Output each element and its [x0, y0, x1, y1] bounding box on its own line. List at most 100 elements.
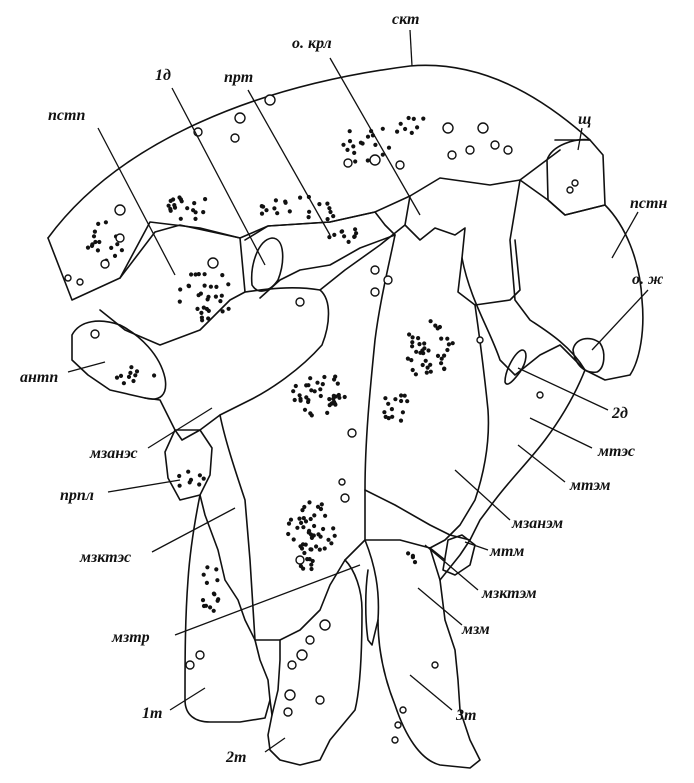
leader-skt	[410, 30, 412, 66]
seta-dot	[133, 373, 137, 377]
seta-dot	[221, 309, 225, 313]
leader-mzm	[418, 588, 462, 625]
seta-dot	[185, 206, 189, 210]
seta-dot	[194, 210, 198, 214]
seta-dot	[410, 340, 414, 344]
seta-dot	[206, 316, 210, 320]
seta-dot	[193, 217, 197, 221]
seta-dot	[203, 284, 207, 288]
label-o-krl: о. крл	[292, 35, 332, 52]
seta-dot	[312, 524, 316, 528]
seta-socket-ring	[443, 123, 453, 133]
label-pstp: пстп	[48, 107, 85, 124]
seta-dot	[304, 383, 308, 387]
label-shch: щ	[578, 111, 591, 128]
seta-dot	[333, 534, 337, 538]
seta-dot	[445, 337, 449, 341]
label-1t: 1т	[142, 705, 162, 722]
seta-dot	[178, 300, 182, 304]
seta-dot	[359, 141, 363, 145]
seta-dot	[341, 143, 345, 147]
seta-dot	[109, 246, 113, 250]
seta-dot	[348, 139, 352, 143]
seta-dot	[90, 242, 94, 246]
seta-dot	[421, 363, 425, 367]
seta-dot	[169, 199, 173, 203]
seta-dot	[428, 363, 432, 367]
seta-dot	[206, 295, 210, 299]
seta-dot	[215, 578, 219, 582]
seta-dot	[399, 122, 403, 126]
seta-dot	[104, 220, 108, 224]
seta-dot	[425, 371, 429, 375]
seta-socket-ring	[348, 429, 356, 437]
seta-dot	[382, 410, 386, 414]
seta-dot	[366, 135, 370, 139]
seta-dot	[309, 532, 313, 536]
seta-dot	[440, 357, 444, 361]
seta-socket-ring	[208, 258, 218, 268]
seta-dot	[413, 560, 417, 564]
seta-dot	[439, 337, 443, 341]
seta-dot	[178, 287, 182, 291]
seta-dot	[316, 532, 320, 536]
seta-dot	[113, 254, 117, 258]
seta-dot	[336, 382, 340, 386]
seta-dot	[412, 117, 416, 121]
seta-dot	[352, 151, 356, 155]
seta-dot	[447, 342, 451, 346]
seta-dot	[319, 394, 323, 398]
label-mzanes: мзанэс	[89, 445, 138, 462]
seta-dot	[410, 344, 414, 348]
pstn-plate	[510, 180, 643, 380]
prpl-plate	[165, 430, 212, 500]
seta-dot	[120, 248, 124, 252]
seta-dot	[332, 377, 336, 381]
notch-outline	[405, 196, 520, 305]
transverse-suture	[365, 490, 470, 540]
seta-dot	[327, 397, 331, 401]
seta-socket-ring	[101, 260, 109, 268]
seta-dot	[96, 222, 100, 226]
seta-dot	[177, 474, 181, 478]
seta-dot	[115, 242, 119, 246]
setae-dots	[86, 116, 455, 613]
label-mzktes: мзктэс	[79, 549, 131, 566]
seta-dot	[393, 397, 397, 401]
seta-dot	[299, 399, 303, 403]
seta-dot	[353, 159, 357, 163]
seta-dot	[328, 210, 332, 214]
seta-dot	[312, 513, 316, 517]
seta-dot	[353, 227, 357, 231]
seta-dot	[333, 402, 337, 406]
seta-socket-ring	[491, 141, 499, 149]
seta-dot	[292, 537, 296, 541]
seta-dot	[152, 373, 156, 377]
seta-socket-ring	[567, 187, 573, 193]
seta-socket-ring	[341, 494, 349, 502]
seta-dot	[307, 500, 311, 504]
seta-dot	[274, 198, 278, 202]
seta-dot	[322, 375, 326, 379]
seta-dot	[220, 294, 224, 298]
seta-dot	[326, 538, 330, 542]
seta-dot	[327, 206, 331, 210]
seta-dot	[429, 370, 433, 374]
seta-dot	[119, 374, 123, 378]
seta-dot	[128, 371, 132, 375]
seta-dot	[331, 214, 335, 218]
seta-socket-ring	[478, 123, 488, 133]
seta-socket-ring	[395, 722, 401, 728]
seta-dot	[300, 508, 304, 512]
seta-socket-ring	[371, 288, 379, 296]
seta-dot	[308, 547, 312, 551]
seta-dot	[203, 272, 207, 276]
coxa-2-inner	[272, 640, 280, 715]
seta-socket-ring	[284, 708, 292, 716]
seta-socket-ring	[65, 275, 71, 281]
seta-dot	[407, 332, 411, 336]
seta-dot	[93, 230, 97, 234]
seta-socket-ring	[504, 146, 512, 154]
leader-1t	[170, 688, 205, 710]
